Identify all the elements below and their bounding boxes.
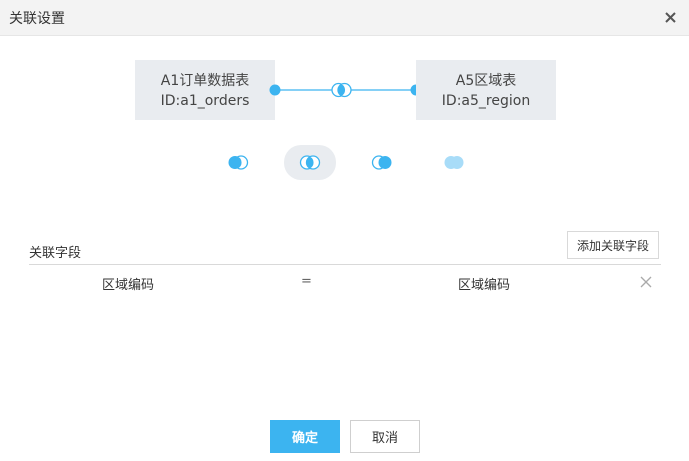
inner-join-option[interactable]	[284, 145, 336, 180]
left-table-name: A1订单数据表	[160, 73, 250, 89]
confirm-button[interactable]: 确定	[270, 420, 340, 453]
right-table-name: A5区域表	[455, 73, 517, 89]
left-anchor-dot	[269, 84, 281, 96]
full-join-icon	[444, 156, 464, 169]
full-join-option[interactable]	[428, 145, 480, 180]
add-association-field-button[interactable]: 添加关联字段	[567, 231, 659, 259]
section-divider	[29, 264, 661, 265]
title-bar: 关联设置	[0, 0, 689, 36]
inner-join-icon	[299, 155, 321, 170]
right-table-id: ID:a5_region	[441, 93, 531, 109]
current-join-icon	[331, 82, 352, 98]
right-field-name[interactable]: 区域编码	[458, 278, 511, 293]
left-join-icon	[228, 155, 249, 170]
right-table-box: A5区域表 ID:a5_region	[416, 60, 556, 120]
close-icon[interactable]	[662, 8, 680, 26]
cancel-button[interactable]: 取消	[350, 420, 420, 453]
right-join-option[interactable]	[356, 145, 408, 180]
equals-operator: =	[301, 274, 312, 289]
field-mapping-row: 区域编码 = 区域编码	[29, 270, 661, 296]
left-field-name[interactable]: 区域编码	[102, 278, 155, 293]
left-table-id: ID:a1_orders	[160, 93, 250, 109]
association-fields-label: 关联字段	[29, 246, 82, 261]
delete-row-icon[interactable]	[639, 275, 653, 289]
left-table-box: A1订单数据表 ID:a1_orders	[135, 60, 275, 120]
dialog-title: 关联设置	[9, 11, 65, 27]
left-join-option[interactable]	[212, 145, 264, 180]
join-connector	[269, 82, 422, 98]
right-join-icon	[371, 155, 392, 170]
